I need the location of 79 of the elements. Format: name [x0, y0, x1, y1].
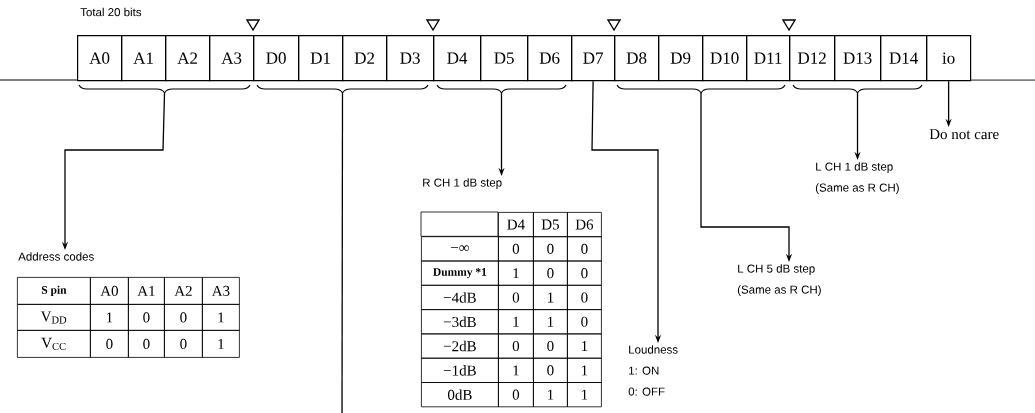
table-cell: 0 — [164, 304, 203, 331]
table-cell: 0 — [567, 260, 602, 286]
table-cell: 0 — [498, 284, 534, 310]
table-cell: −2dB — [421, 333, 499, 359]
bit-cell: D2 — [342, 35, 388, 82]
annotation-text: Loudness 1: ON 0: OFF — [628, 345, 678, 396]
table-cell: 1 — [202, 304, 240, 331]
connector-line — [341, 92, 344, 413]
bit-cell: D8 — [614, 35, 660, 82]
table-cell: D5 — [533, 212, 568, 238]
table-cell: −3dB — [421, 309, 499, 335]
brace — [256, 84, 429, 94]
bit-cell: D4 — [433, 35, 482, 82]
table-cell: 0 — [498, 382, 534, 408]
table-cell: 1 — [567, 382, 602, 408]
table-cell: D6 — [567, 212, 602, 238]
table-cell: 1 — [533, 284, 568, 310]
bit-cell: D12 — [789, 35, 836, 82]
bit-cell: A2 — [165, 35, 211, 82]
table-cell: 1 — [498, 260, 534, 286]
table-cell: V$_{DD}$ — [17, 304, 91, 331]
bit-cell: D7 — [571, 35, 616, 82]
table-cell: 0 — [567, 236, 602, 262]
table-cell: 1 — [533, 309, 568, 335]
table-cell: D4 — [498, 212, 534, 238]
table-cell: 0 — [533, 357, 568, 383]
table-cell: 1 — [567, 357, 602, 383]
annotation-text: L CH 5 dB step (Same as R CH) — [737, 264, 821, 296]
bit-cell: D0 — [253, 35, 300, 82]
bit-cell: D9 — [658, 35, 704, 82]
table-cell: 0 — [567, 284, 602, 310]
table-cell: 1 — [498, 357, 534, 383]
table-cell: −∞ — [421, 236, 499, 262]
table-cell: 0 — [567, 309, 602, 335]
table-cell: 1 — [90, 304, 129, 331]
annotation-text: Do not care — [929, 129, 999, 140]
annotation-text: R CH 1 dB step — [423, 178, 502, 189]
bit-cell: D3 — [386, 35, 435, 82]
table-cell: A3 — [202, 277, 240, 305]
bit-cell: D10 — [702, 35, 748, 82]
table-cell: 0 — [164, 330, 203, 358]
brace — [78, 84, 251, 94]
bit-cell: D1 — [298, 35, 344, 82]
table-cell: Dummy *1 — [421, 260, 499, 286]
table-cell: S pin — [17, 277, 91, 305]
annotation-text: L CH 1 dB step (Same as R CH) — [815, 162, 899, 194]
bit-cell: A0 — [77, 35, 123, 82]
table-cell: 1 — [567, 333, 602, 359]
table-cell: −1dB — [421, 357, 499, 383]
bit-cell: D6 — [527, 35, 573, 82]
table-cell: 0 — [498, 236, 534, 262]
table-cell: 0 — [498, 333, 534, 359]
bit-cell: A1 — [121, 35, 167, 82]
table-cell: 1 — [533, 382, 568, 408]
table-cell: −4dB — [421, 284, 499, 310]
table-cell: A0 — [90, 277, 129, 305]
table-cell: V$_{CC}$ — [17, 330, 91, 358]
table-cell: 0 — [533, 333, 568, 359]
bit-cell: D14 — [880, 35, 928, 82]
annotation-text: Address codes — [18, 252, 94, 261]
table-cell: 1 — [202, 330, 240, 358]
table-cell: A2 — [164, 277, 203, 305]
table-cell: 0 — [128, 304, 165, 331]
brace — [436, 84, 567, 94]
table-cell: A1 — [128, 277, 165, 305]
bit-cell: D13 — [834, 35, 882, 82]
table-cell: 0 — [128, 330, 165, 358]
bit-cell: io — [926, 35, 972, 82]
table-cell: 0 — [533, 236, 568, 262]
table-cell: 0 — [90, 330, 129, 358]
bit-cell: D11 — [746, 35, 791, 82]
table-cell: 0 — [533, 260, 568, 286]
table-cell: 1 — [498, 309, 534, 335]
brace — [616, 84, 786, 94]
caption-text: Total 20 bits — [80, 7, 142, 17]
brace — [792, 84, 923, 94]
bit-cell: A3 — [209, 35, 255, 82]
table-cell: 0dB — [421, 382, 499, 408]
bit-cell: D5 — [480, 35, 529, 82]
